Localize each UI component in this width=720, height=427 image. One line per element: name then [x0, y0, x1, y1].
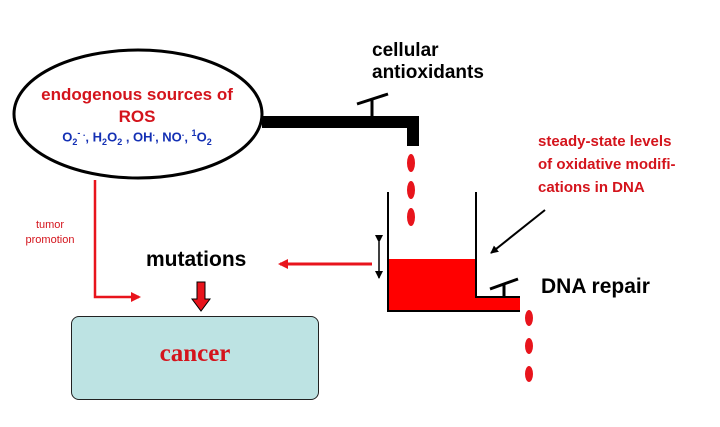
drip	[407, 208, 415, 226]
drip	[407, 154, 415, 172]
formula-o2-sub: 2	[72, 136, 78, 147]
formula-sep: ,	[184, 129, 192, 145]
drip	[525, 310, 533, 326]
formula-no: , NO	[155, 129, 182, 145]
ros-title-line2: ROS	[118, 107, 156, 126]
drip	[525, 366, 533, 382]
steady-state-label: steady-state levels of oxidative modifi-…	[538, 130, 676, 199]
antioxidants-line1: cellular	[372, 40, 439, 61]
tumor-promotion-arrow	[93, 180, 141, 302]
cellular-antioxidants-label: cellular antioxidants	[372, 40, 484, 84]
steady-state-line2: of oxidative modifi-	[538, 156, 676, 173]
drip	[525, 338, 533, 354]
formula-oh-sup: .	[152, 128, 156, 138]
cancer-box	[71, 316, 319, 400]
formula-o2-sup: - .	[77, 128, 86, 138]
tank-outlet-water	[476, 297, 520, 311]
tumor-promotion-line1: tumor	[35, 219, 65, 231]
ros-title-line1: endogenous sources of	[41, 85, 233, 104]
steady-state-line1: steady-state levels	[538, 133, 672, 150]
formula-singlet-sup: 1	[191, 128, 197, 138]
steady-state-line3: cations in DNA	[538, 179, 645, 196]
tumor-promotion-line2: promotion	[25, 234, 75, 246]
formula-h2o2-o: O	[107, 129, 118, 145]
cancer-label: cancer	[159, 340, 231, 367]
formula-o2-sub: 2	[117, 136, 123, 147]
antioxidant-valve-handle	[356, 92, 389, 106]
dna-repair-label: DNA repair	[541, 275, 650, 298]
dna-repair-valve-handle	[489, 277, 519, 291]
formula-o2: O	[62, 129, 73, 145]
formula-no-sup: .	[181, 128, 185, 138]
steady-state-pointer-arrow	[490, 209, 546, 254]
formula-sep: , H	[85, 129, 103, 145]
antioxidants-line2: antioxidants	[372, 62, 484, 83]
formula-singlet-sub: 2	[206, 136, 212, 147]
ros-formula: O2- ., H2O2 , OH., NO., 1O2	[22, 128, 252, 147]
mutations-label: mutations	[146, 248, 247, 271]
formula-singlet-o: O	[196, 129, 207, 145]
mutations-to-cancer-arrow	[191, 281, 211, 312]
ros-title: endogenous sources of ROS	[22, 84, 252, 128]
drip	[407, 181, 415, 199]
ros-source-ellipse	[12, 48, 264, 180]
tumor-promotion-label: tumor promotion	[20, 218, 80, 248]
faucet-pipe	[262, 116, 419, 146]
formula-h2-sub: 2	[102, 136, 108, 147]
tank-water	[388, 259, 476, 311]
formula-oh: , OH	[122, 129, 153, 145]
